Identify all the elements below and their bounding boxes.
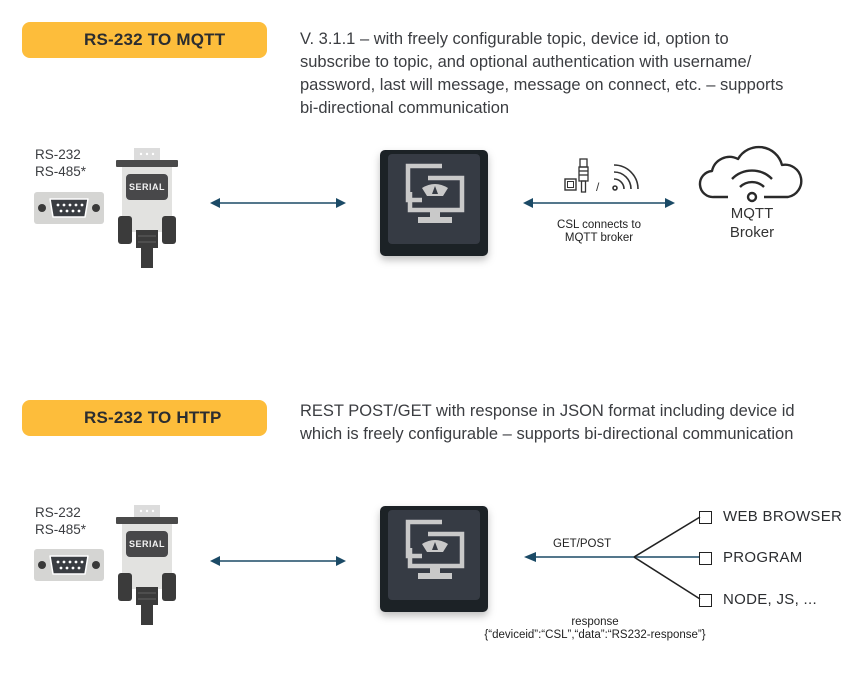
badge-label: RS-232 TO HTTP (84, 408, 222, 427)
csl-device-icon (380, 506, 488, 612)
response-json: {“deviceid”:“CSL”,“data”:“RS232-response… (484, 629, 706, 641)
connection-icons: / (564, 158, 639, 194)
connector-label: SERIAL (128, 539, 165, 549)
csl-device-icon (380, 150, 488, 256)
section-badge-mqtt: RS-232 TO MQTT (22, 22, 267, 58)
checkbox-icon (699, 594, 712, 607)
port-label-rs232: RS-232 (35, 505, 81, 520)
port-label-rs232: RS-232 (35, 147, 81, 162)
description-line: bi-directional communication (300, 99, 510, 117)
client-label: NODE, JS, ... (723, 591, 817, 608)
port-label-rs485: RS-485* (35, 164, 87, 179)
endpoint-label: MQTT Broker (712, 204, 792, 242)
ethernet-plug-icon (578, 158, 589, 193)
port-labels: RS-232 RS-485* (35, 504, 86, 538)
endpoint-line: MQTT (730, 205, 774, 222)
badge-label: RS-232 TO MQTT (84, 30, 226, 49)
fanout-line-node (633, 556, 701, 600)
response-label: response (571, 616, 619, 628)
wifi-icon (612, 164, 639, 191)
link-separator: / (596, 180, 600, 194)
client-label: WEB BROWSER (723, 508, 843, 525)
db9-port-icon (34, 549, 104, 581)
section-description-http: REST POST/GET with response in JSON form… (300, 400, 845, 446)
checkbox-icon (699, 552, 712, 565)
section-description-mqtt: V. 3.1.1 – with freely configurable topi… (300, 28, 840, 120)
connector-label: SERIAL (128, 182, 165, 192)
cloud-wifi-icon (698, 145, 803, 203)
serial-connector-icon: SERIAL (116, 146, 178, 268)
serial-connector-icon: SERIAL (116, 503, 178, 625)
description-line: password, last will message, message on … (300, 76, 784, 94)
port-labels: RS-232 RS-485* (35, 146, 86, 180)
port-label-rs485: RS-485* (35, 522, 87, 537)
description-line: REST POST/GET with response in JSON form… (300, 402, 795, 420)
client-label: PROGRAM (723, 549, 803, 566)
description-line: subscribe to topic, and optional authent… (300, 53, 752, 71)
link-caption: CSL connects to MQTT broker (540, 219, 658, 245)
response-caption: response {“deviceid”:“CSL”,“data”:“RS232… (450, 616, 740, 642)
section-badge-http: RS-232 TO HTTP (22, 400, 267, 436)
checkbox-icon (699, 511, 712, 524)
db9-port-icon (34, 192, 104, 224)
ethernet-port-icon (564, 178, 577, 191)
description-line: which is freely configurable – supports … (300, 425, 794, 443)
endpoint-line: Broker (729, 224, 775, 241)
http-fanout (524, 516, 701, 600)
fanout-line-web-browser (633, 516, 701, 558)
description-line: V. 3.1.1 – with freely configurable topi… (300, 30, 729, 48)
caption-line: MQTT broker (564, 232, 634, 244)
bidirectional-arrow (210, 556, 346, 566)
bidirectional-arrow (210, 198, 346, 208)
request-label: GET/POST (553, 538, 612, 550)
bidirectional-arrow-broker (523, 198, 675, 208)
caption-line: CSL connects to (557, 219, 641, 231)
request-arrow-head (524, 552, 536, 562)
